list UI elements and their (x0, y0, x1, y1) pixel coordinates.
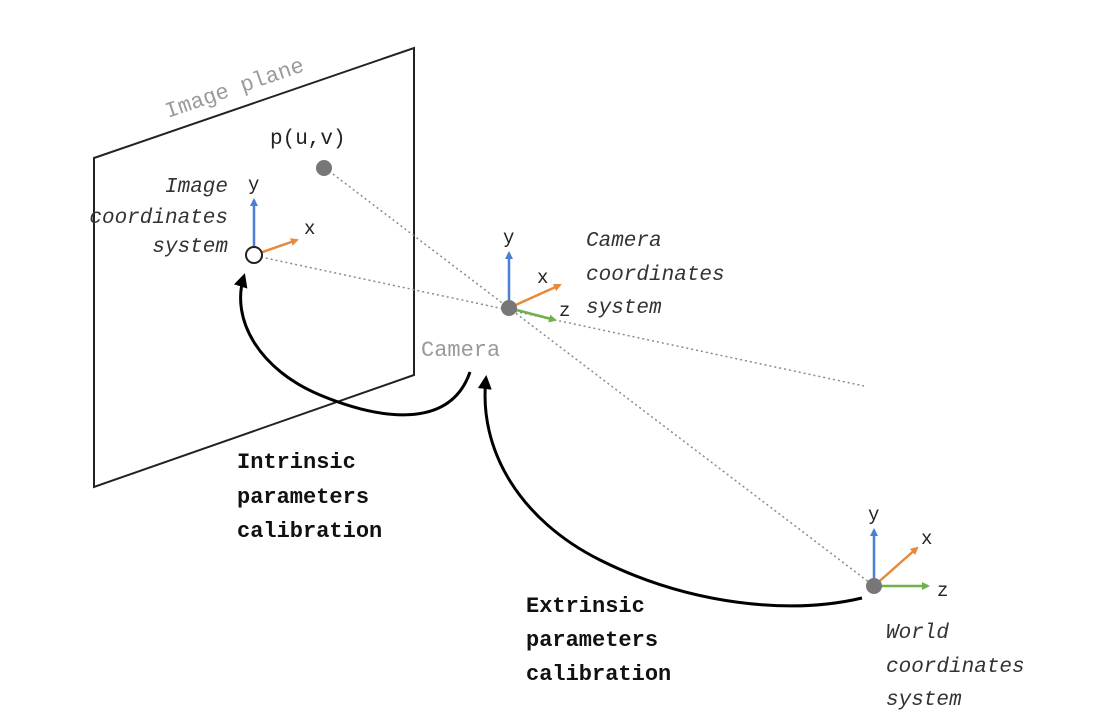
camera-x-label: x (537, 267, 548, 289)
image-coords-line-1: Image (165, 176, 228, 199)
intrinsic-arrow (234, 273, 472, 417)
image-y-label: y (248, 174, 259, 196)
extrinsic-line-2: parameters (526, 628, 658, 653)
camera-x-axis (508, 283, 562, 310)
extrinsic-line-3: calibration (526, 662, 671, 687)
camera-coords-line-1: Camera (586, 230, 662, 253)
world-coords-line-2: coordinates (886, 656, 1025, 679)
image-coords-line-3: system (152, 236, 228, 259)
ray-point-to-world (324, 167, 875, 587)
world-x-label: x (921, 528, 932, 550)
image-x-label: x (304, 218, 315, 240)
camera-coords-line-2: coordinates (586, 264, 725, 287)
world-z-label: z (937, 580, 948, 602)
world-x-axis (873, 546, 919, 587)
image-coords-line-2: coordinates (89, 207, 228, 230)
world-origin (866, 578, 882, 594)
intrinsic-line-3: calibration (237, 519, 382, 544)
point-label: p(u,v) (270, 128, 346, 151)
camera-z-label: z (559, 300, 570, 322)
camera-coords-line-3: system (586, 297, 662, 320)
image-plane (93, 46, 415, 489)
image-point (316, 160, 332, 176)
intrinsic-line-1: Intrinsic (237, 450, 356, 475)
extrinsic-line-1: Extrinsic (526, 594, 645, 619)
world-coords-line-1: World (886, 622, 949, 645)
camera-origin (501, 300, 517, 316)
image-origin (245, 246, 263, 264)
camera-label: Camera (421, 338, 500, 363)
world-coords-line-3: system (886, 689, 962, 712)
ray-image-origin-to-far (255, 255, 865, 387)
intrinsic-line-2: parameters (237, 485, 369, 510)
camera-y-label: y (503, 227, 514, 249)
image-plane-label: Image plane (162, 54, 307, 125)
world-y-label: y (868, 504, 879, 526)
extrinsic-arrow (477, 375, 863, 608)
